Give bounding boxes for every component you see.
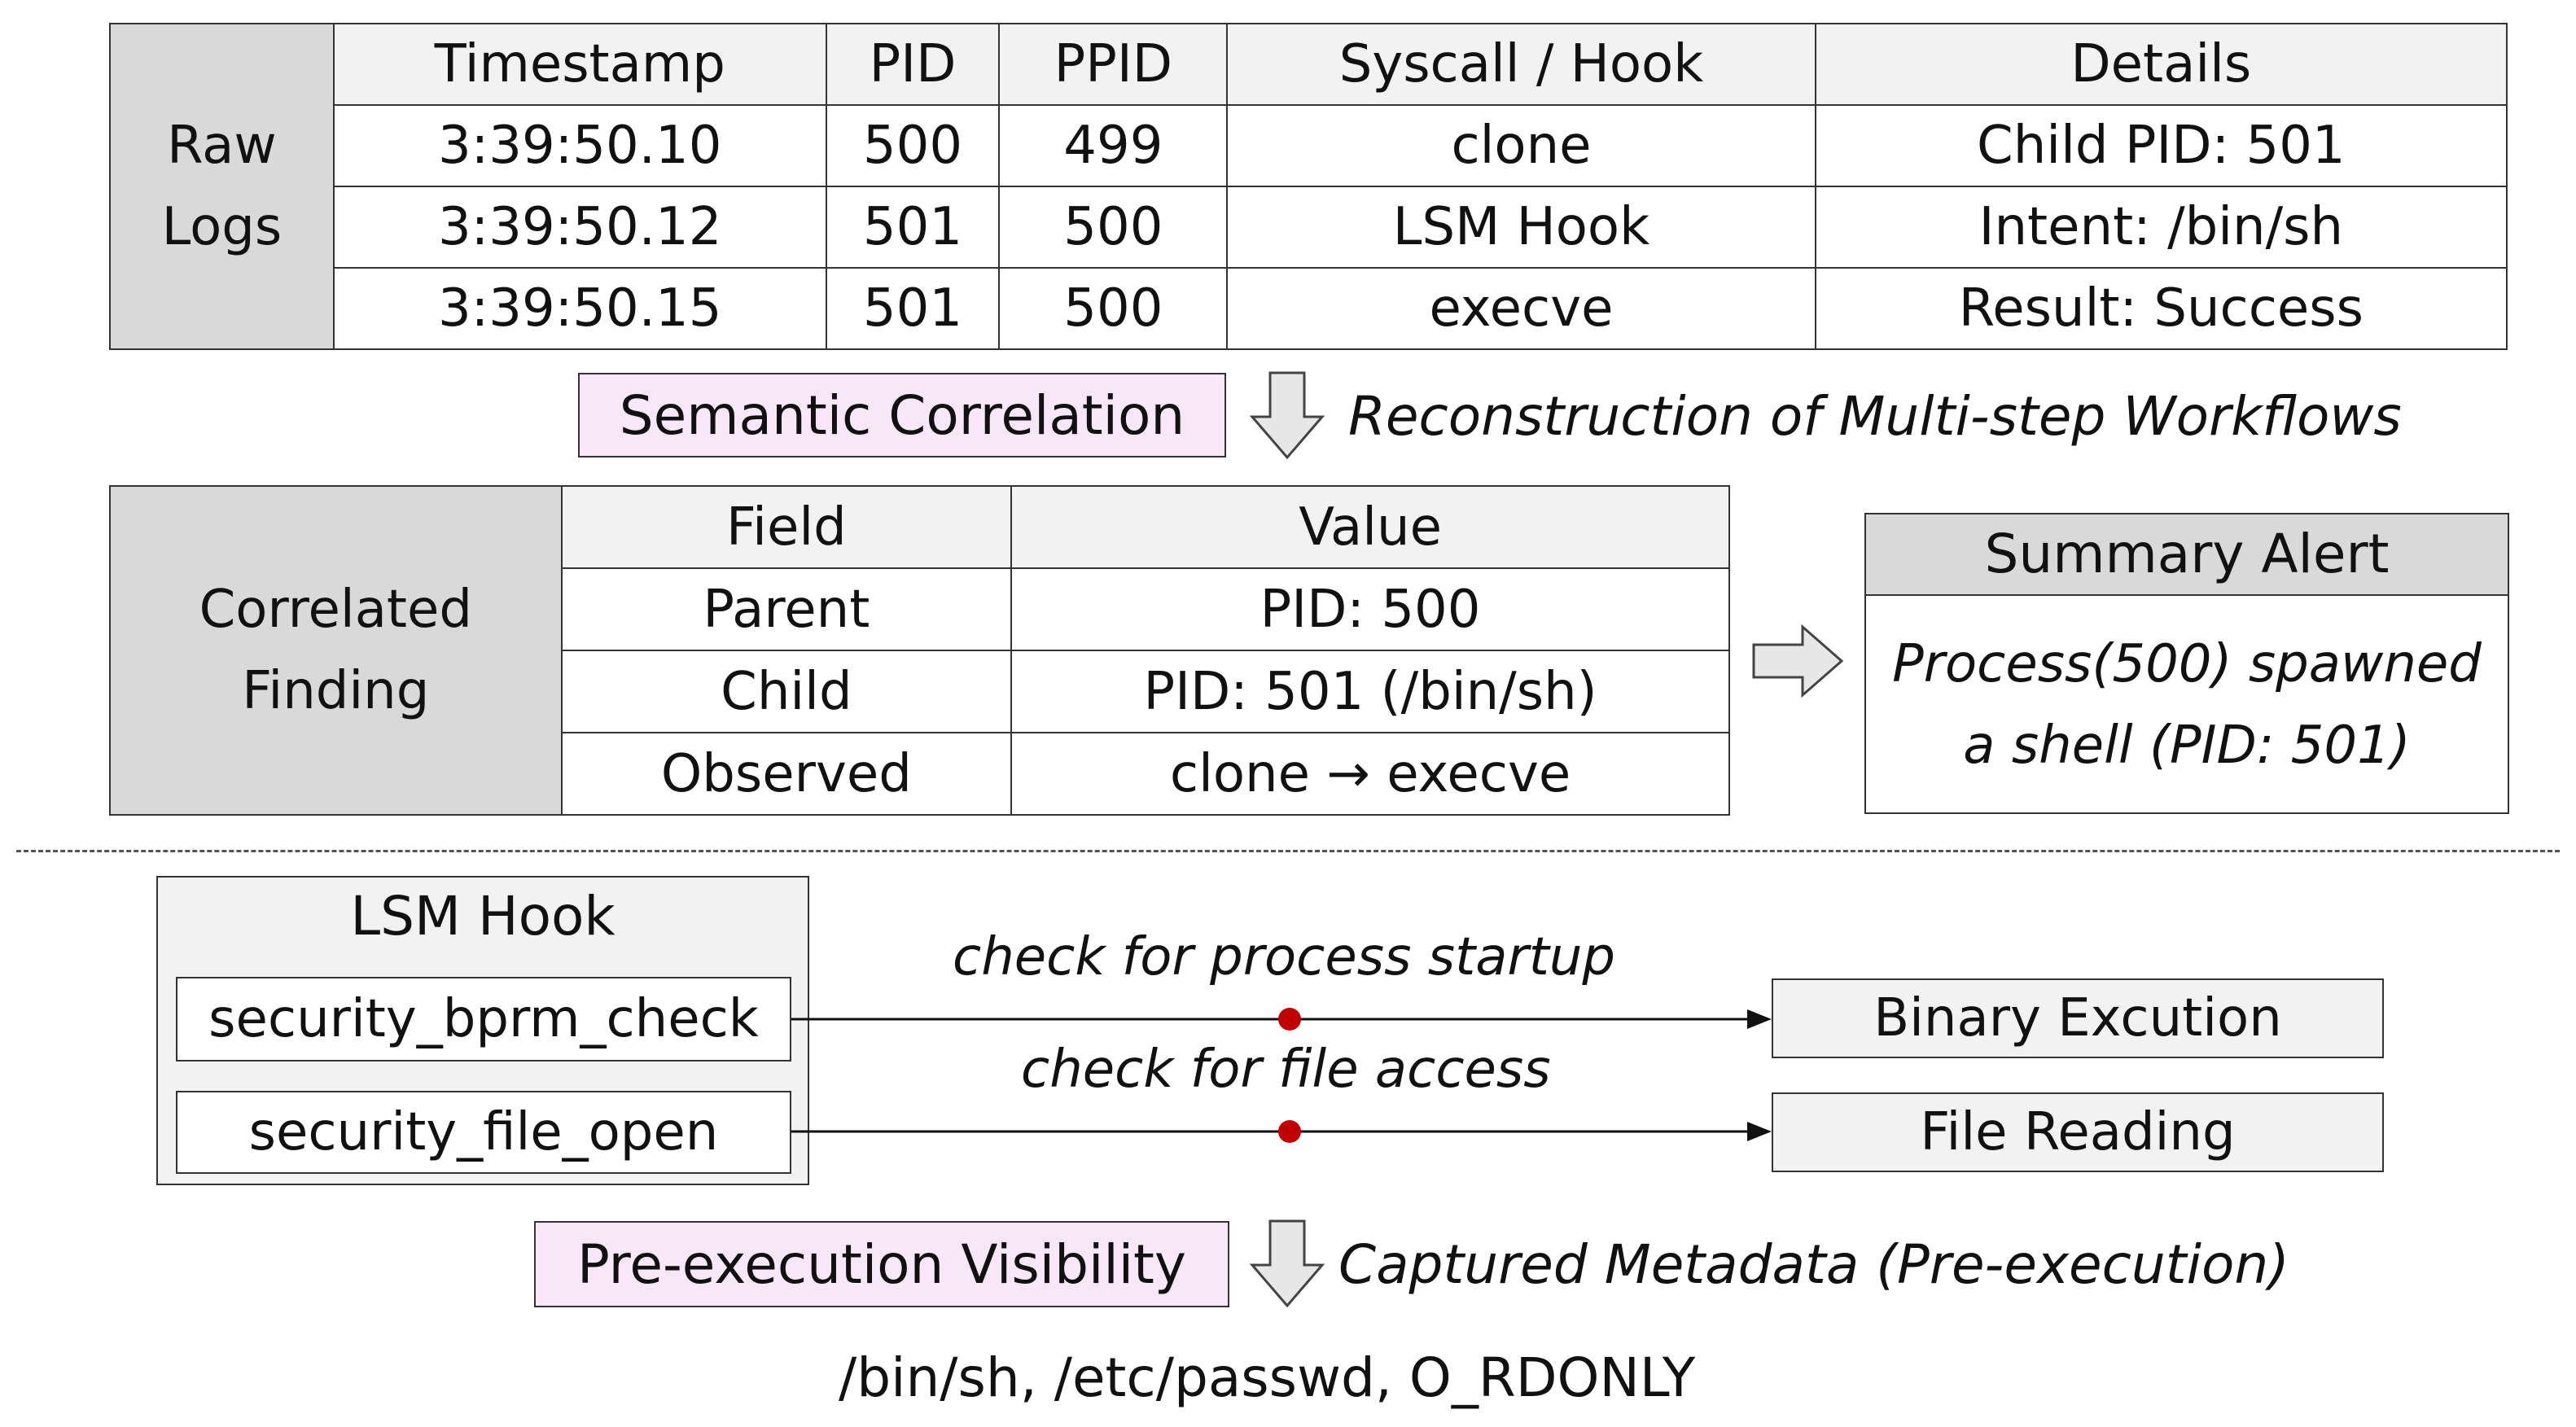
table-row: Parent PID: 500: [110, 567, 1730, 651]
col-header-ppid: PPID: [998, 23, 1229, 106]
summary-alert-line2: a shell (PID: 501): [1963, 716, 2411, 776]
table-row: Child PID: 501 (/bin/sh): [110, 650, 1730, 733]
table-row: 3:39:50.10 500 499 clone Child PID: 501: [110, 104, 2508, 187]
target-label: Binary Excution: [1873, 988, 2282, 1048]
summary-alert-line1: Process(500) spawned: [1892, 634, 2482, 694]
semantic-caption: Reconstruction of Multi-step Workflows: [1348, 385, 2402, 448]
arrowhead-icon: [1747, 1122, 1772, 1141]
cell-timestamp: 3:39:50.10: [332, 104, 827, 187]
semantic-correlation-label: Semantic Correlation: [619, 383, 1185, 447]
table-row: Observed clone → execve: [110, 732, 1730, 816]
summary-alert-body: Process(500) spawned a shell (PID: 501): [1866, 596, 2508, 786]
pre-execution-label: Pre-execution Visibility: [577, 1232, 1186, 1296]
right-arrow-icon: [1752, 624, 1844, 698]
correlated-finding-label: Correlated Finding: [109, 485, 563, 816]
cell-details: Child PID: 501: [1814, 104, 2508, 187]
hook-label: security_bprm_check: [208, 989, 759, 1049]
target-label: File Reading: [1920, 1102, 2236, 1162]
semantic-correlation-box: Semantic Correlation: [578, 373, 1226, 457]
target-file-reading: File Reading: [1772, 1092, 2384, 1172]
section-divider: [16, 850, 2560, 852]
raw-logs-label-line2: Logs: [161, 197, 283, 257]
cell-pid: 500: [825, 104, 1001, 187]
cell-details: Intent: /bin/sh: [1814, 186, 2508, 269]
cell-syscall: execve: [1226, 267, 1816, 350]
down-arrow-icon: [1249, 1219, 1325, 1308]
cell-timestamp: 3:39:50.12: [332, 186, 827, 269]
hook-label: security_file_open: [248, 1102, 719, 1162]
pre-execution-caption: Captured Metadata (Pre-execution): [1338, 1233, 2289, 1296]
raw-logs-table: Raw Logs Timestamp PID PPID Syscall / Ho…: [109, 23, 2508, 350]
cell-value: PID: 501 (/bin/sh): [1010, 650, 1730, 733]
correlated-label-line1: Correlated: [199, 580, 472, 640]
down-arrow-icon: [1249, 371, 1325, 460]
col-header-timestamp: Timestamp: [332, 23, 827, 106]
edge-label-file-access: check for file access: [1021, 1040, 1551, 1100]
edge-dot-icon: [1278, 1120, 1301, 1143]
edge-dot-icon: [1278, 1008, 1301, 1031]
pre-execution-visibility-box: Pre-execution Visibility: [534, 1221, 1229, 1307]
table-row: 3:39:50.15 501 500 execve Result: Succes…: [110, 267, 2508, 350]
cell-field: Parent: [560, 567, 1013, 651]
edge-label-process-startup: check for process startup: [953, 927, 1615, 987]
cell-syscall: clone: [1226, 104, 1816, 187]
cell-syscall: LSM Hook: [1226, 186, 1816, 269]
col-header-field: Field: [560, 485, 1013, 569]
col-header-pid: PID: [825, 23, 1001, 106]
correlated-finding-table: Correlated Finding Field Value Parent PI…: [109, 485, 1730, 816]
col-header-details: Details: [1814, 23, 2508, 106]
cell-details: Result: Success: [1814, 267, 2508, 350]
lsm-hook-title: LSM Hook: [350, 885, 616, 948]
cell-value: clone → execve: [1010, 732, 1730, 816]
hook-security-file-open: security_file_open: [176, 1091, 791, 1174]
hook-security-bprm-check: security_bprm_check: [176, 977, 791, 1061]
cell-field: Observed: [560, 732, 1013, 816]
col-header-value: Value: [1010, 485, 1730, 569]
hook-edges: [791, 1008, 1772, 1143]
raw-logs-label: Raw Logs: [109, 23, 335, 350]
cell-field: Child: [560, 650, 1013, 733]
cell-ppid: 500: [998, 186, 1229, 269]
target-binary-execution: Binary Excution: [1772, 978, 2384, 1058]
arrowhead-icon: [1747, 1009, 1772, 1029]
cell-pid: 501: [825, 267, 1001, 350]
cell-ppid: 500: [998, 267, 1229, 350]
col-header-syscall: Syscall / Hook: [1226, 23, 1816, 106]
cell-value: PID: 500: [1010, 567, 1730, 651]
raw-logs-label-line1: Raw: [167, 116, 277, 176]
table-row: 3:39:50.12 501 500 LSM Hook Intent: /bin…: [110, 186, 2508, 269]
cell-timestamp: 3:39:50.15: [332, 267, 827, 350]
correlated-label-line2: Finding: [242, 661, 430, 721]
cell-ppid: 499: [998, 104, 1229, 187]
captured-metadata-text: /bin/sh, /etc/passwd, O_RDONLY: [839, 1346, 1696, 1409]
summary-alert-title: Summary Alert: [1866, 514, 2508, 596]
summary-alert-box: Summary Alert Process(500) spawned a she…: [1864, 513, 2509, 814]
cell-pid: 501: [825, 186, 1001, 269]
